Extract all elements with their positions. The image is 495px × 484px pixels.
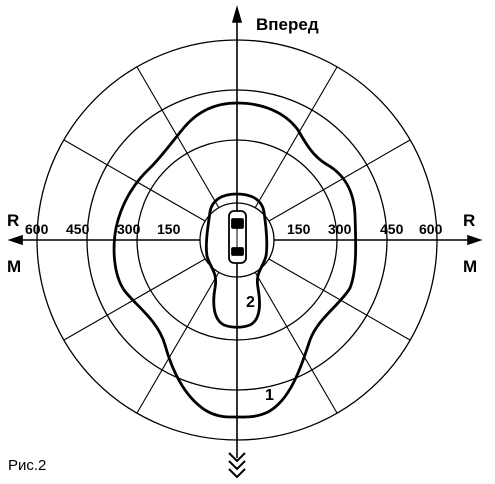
left-arrowhead: [7, 234, 23, 246]
curve-2: [204, 192, 269, 329]
spoke-60: [254, 66, 338, 209]
left-scale-label-300: 300: [117, 221, 141, 237]
spoke-300: [254, 271, 338, 414]
spoke-120: [136, 66, 220, 209]
left-axis-letter-M: M: [7, 257, 21, 276]
left-scale-label-150: 150: [157, 221, 181, 237]
left-axis-letter-R: R: [7, 211, 19, 230]
right-axis-letter-M: M: [463, 257, 477, 276]
curve-2-label: 2: [246, 294, 255, 311]
forward-label: Вперед: [256, 15, 319, 34]
right-scale-label-300: 300: [328, 221, 352, 237]
right-axis-letter-R: R: [463, 211, 475, 230]
curve-1-label: 1: [265, 387, 274, 404]
left-scale-label-450: 450: [66, 221, 90, 237]
forward-arrowhead: [231, 5, 243, 23]
right-scale-label-450: 450: [380, 221, 404, 237]
curve-1: [112, 101, 358, 419]
car-icon: [228, 210, 247, 264]
spoke-210: [63, 258, 206, 341]
left-scale-label-600: 600: [25, 221, 49, 237]
spoke-150: [63, 139, 206, 222]
spoke-240: [136, 271, 220, 414]
right-scale-label-150: 150: [287, 221, 311, 237]
right-scale-label-600: 600: [419, 221, 443, 237]
right-arrowhead: [467, 234, 483, 246]
figure-caption: Рис.2: [8, 457, 46, 474]
spoke-30: [268, 139, 411, 222]
axis-tail-feathers: [228, 452, 246, 479]
